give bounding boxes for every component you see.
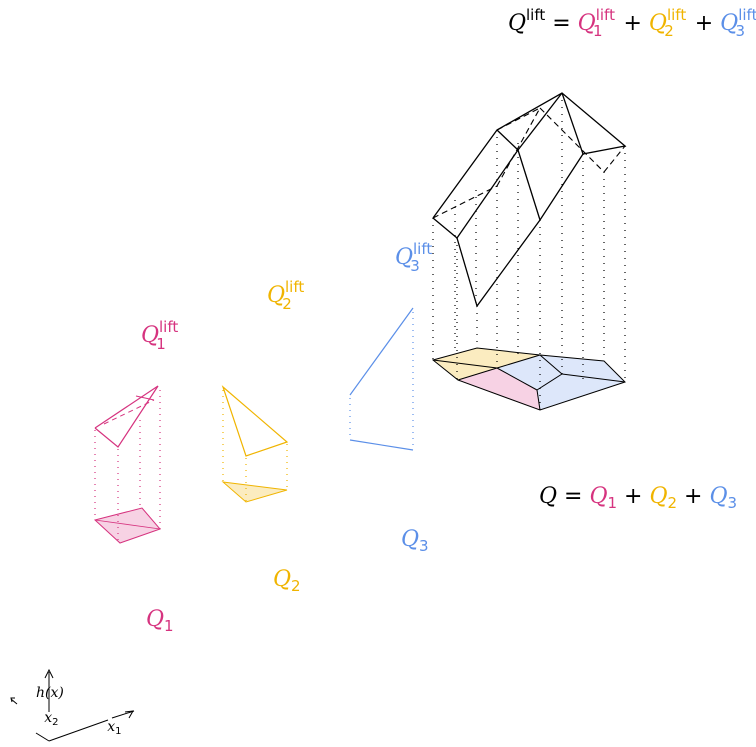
lift-eq-term2-base: Q bbox=[649, 11, 667, 36]
q1-lift-polygon bbox=[94, 385, 159, 448]
base-eq-plus2: + bbox=[677, 484, 709, 509]
q1-lift-edge bbox=[135, 395, 155, 401]
lift-eq-term3-sub: 3 bbox=[735, 22, 745, 40]
q1-lift-hidden-edge bbox=[103, 399, 155, 425]
base-eq-term1-sub: 1 bbox=[607, 494, 617, 512]
q1-projection-lines bbox=[94, 390, 161, 543]
base-eq-lhs: Q bbox=[539, 484, 557, 509]
q-sum-base-edges bbox=[431, 347, 626, 411]
base-eq-term3-base: Q bbox=[709, 484, 727, 509]
h-axis-arrowhead bbox=[44, 668, 54, 679]
q3-base-segment bbox=[349, 439, 414, 451]
axis-label-x1: x1 bbox=[85, 719, 135, 738]
lift-eq-term3-base: Q bbox=[720, 11, 738, 36]
x1-axis-line bbox=[48, 719, 109, 742]
q1-base-diagonal bbox=[94, 519, 161, 530]
q2-projection-lines bbox=[222, 390, 288, 502]
label-q1: Q1 bbox=[111, 607, 195, 637]
q-sum-base bbox=[431, 347, 626, 411]
lift-eq-lhs-sup: lift bbox=[526, 6, 545, 24]
base-eq-term2-base: Q bbox=[649, 484, 667, 509]
lift-eq-term2-sub: 2 bbox=[664, 22, 674, 40]
lift-eq-plus1: + bbox=[617, 11, 649, 36]
q2-base-polygon bbox=[221, 481, 288, 503]
base-eq-term2-sub: 2 bbox=[668, 494, 678, 512]
q-sum-tile-q3-low bbox=[537, 374, 625, 410]
axes-group bbox=[10, 668, 135, 742]
base-equation: Q = Q1 + Q2 + Q3 bbox=[504, 484, 756, 514]
q-sum-lift-hidden-edges bbox=[432, 107, 626, 219]
q1-group bbox=[93, 385, 161, 544]
base-eq-term1-base: Q bbox=[589, 484, 607, 509]
lift-eq-term2-sup: lift bbox=[667, 6, 686, 24]
x2-axis-extension bbox=[10, 698, 18, 705]
label-q2: Q2 bbox=[238, 567, 322, 597]
x1-axis-extension bbox=[111, 710, 135, 719]
q-sum-lift-edges bbox=[432, 92, 627, 308]
base-eq-equals: = bbox=[557, 484, 589, 509]
q1-base-polygon bbox=[93, 507, 161, 544]
x2-axis-arrowhead bbox=[10, 697, 15, 703]
q3-group bbox=[349, 307, 414, 451]
lift-eq-plus2: + bbox=[688, 11, 720, 36]
q2-group bbox=[221, 385, 289, 503]
lift-eq-term1-base: Q bbox=[578, 11, 596, 36]
q-sum-tile-q2-left bbox=[433, 360, 497, 380]
q-sum-tile-q3-mid bbox=[497, 355, 562, 390]
q-sum-tile-q1 bbox=[458, 368, 540, 410]
q-sum-lift bbox=[432, 92, 627, 410]
base-eq-plus1: + bbox=[617, 484, 649, 509]
lift-eq-term1-sup: lift bbox=[596, 6, 615, 24]
lift-eq-lhs: Q bbox=[508, 11, 526, 36]
axis-label-x2: x2 bbox=[22, 710, 72, 729]
base-eq-term3-sub: 3 bbox=[728, 494, 738, 512]
q3-projection-lines bbox=[349, 312, 414, 450]
lift-eq-equals: = bbox=[545, 11, 577, 36]
q2-lift-polygon bbox=[221, 385, 289, 457]
q-sum-tile-q3-right bbox=[540, 355, 625, 382]
q3-lift-segment bbox=[349, 307, 414, 396]
axis-label-h: h(x) bbox=[36, 685, 64, 701]
x2-axis-line bbox=[35, 732, 50, 742]
lift-eq-term1-sub: 1 bbox=[593, 22, 603, 40]
label-q3: Q3 bbox=[366, 527, 450, 557]
